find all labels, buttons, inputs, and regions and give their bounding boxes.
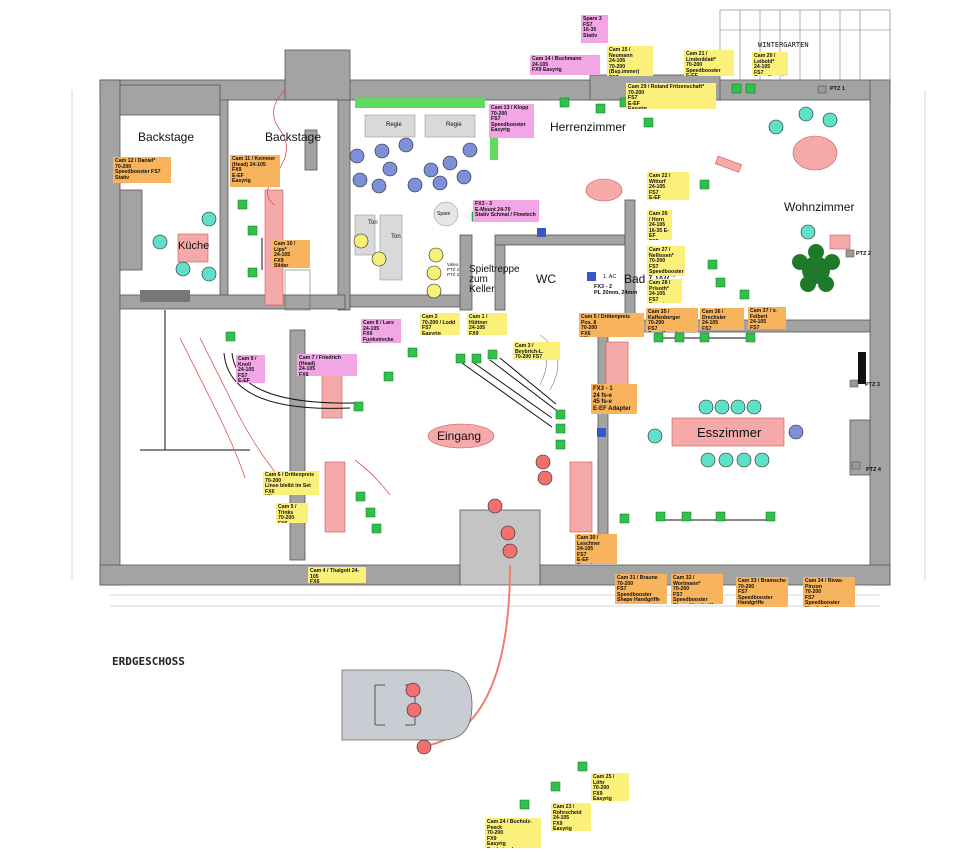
- ptz-1-label: PTZ 1: [830, 86, 845, 92]
- ptz-3-label: PTZ 3: [865, 382, 880, 388]
- note-cam15: Cam 15 / Neumann 24-105 70-200 (Bsp.imme…: [607, 46, 653, 76]
- regie-label-1: Regie: [386, 122, 402, 128]
- room-eingang: Eingang: [437, 429, 482, 443]
- note-cam8: Cam 8 / Lars 24-105 FX6 Funkstrecke HH: [361, 319, 401, 343]
- note-cam3: Cam 3 / Beybrich-L. 70-200 FS7 Easyrig: [513, 342, 560, 360]
- note-fx3-1: FX3 - 1 24 fs-e 45 fs-e E-EF Adapter: [591, 384, 637, 414]
- note-cam12: Cam 12 / Daniel* 70-200 Speedbooster FS7…: [113, 157, 171, 183]
- car: [341, 669, 473, 741]
- ptz-4-label: PTZ 4: [866, 467, 881, 473]
- note-cam28: Cam 28 / Prisoth* 24-105 FS7 Easyrig: [647, 279, 682, 303]
- note-cam9: Cam 9 / Knoll 24-105 FS7 E-EF Easyrig: [236, 355, 265, 383]
- note-cam7: Cam 7 / Friedrich (Head) 24-105 FX6 Easy…: [297, 354, 357, 376]
- regie-label-2: Regie: [446, 122, 462, 128]
- ac-label: 1. AC: [603, 274, 617, 280]
- note-cam23: Cam 23 / Rohrscheid 24-105 FX9 Easyrig F…: [551, 803, 591, 831]
- note-cam24: Cam 24 / Bucholz-Peeck 70-200 FX9 Easyri…: [485, 818, 541, 848]
- room-backstage-2: Backstage: [265, 130, 322, 144]
- note-fx3-3: FX3 - 3 E-Mount 24-70 Stativ Schmal / Fl…: [473, 200, 539, 222]
- note-cam20: Cam 20 / Leibold* 24-105 FS7 Speedbooste…: [752, 52, 788, 76]
- note-cam14: Cam 14 / Buchmann 24-105 FX9 Easyrig: [530, 55, 600, 75]
- kueche-counter: [140, 290, 190, 302]
- video-label: Video PTZ 1 PTZ 2: [447, 262, 460, 277]
- room-wc: WC: [536, 272, 556, 286]
- wintergarten-label: WINTERGARTEN: [758, 41, 809, 49]
- note-cam35: Cam 35 / Kaffenberger 70-200 FS7 Speedbo…: [646, 308, 698, 332]
- fx3-2-label: FX3 - 2 PL 20mm, 24mm: [594, 284, 638, 296]
- tv-panel: [858, 352, 866, 384]
- room-wohnzimmer: Wohnzimmer: [784, 200, 855, 214]
- room-herrenzimmer: Herrenzimmer: [550, 120, 627, 134]
- room-kueche: Küche: [178, 240, 210, 252]
- ton-label-2: Ton: [391, 234, 401, 240]
- note-cam13: Cam 13 / Klopp 70-200 FS7 Speedbooster E…: [489, 104, 534, 138]
- seats-blue: [349, 137, 804, 440]
- note-cam5b: Cam 5 / Trinks 70-200 FX6 HH: [276, 503, 308, 523]
- note-cam26: Cam 26 / Horn 24-105 16-35 E-EF FS9 Slid…: [647, 210, 672, 240]
- note-cam37: Cam 37 / v. Felbert 24-105 FS7 Speedboos…: [748, 307, 786, 329]
- seats-yellow: [353, 233, 444, 299]
- note-cam25: Cam 25 / Löhr 70-200 FX9 Easyrig Funkstr…: [591, 773, 629, 801]
- wintergarten-sketch: [719, 9, 891, 81]
- note-spare3: Spare 3 FS7 16-35 Stativ: [581, 15, 608, 43]
- note-cam11: Cam 11 / Kemmer (Head) 24-105 FX9 E-EF E…: [230, 155, 280, 187]
- room-backstage-1: Backstage: [138, 130, 195, 144]
- note-cam33: Cam 33 / Bramsche 70-200 FS7 Speedbooste…: [736, 577, 788, 607]
- fx-cameras: [537, 228, 606, 437]
- room-esszimmer: Esszimmer: [697, 425, 762, 440]
- note-cam31: Cam 31 / Braune 70-200 FS7 Speedbooster …: [615, 574, 667, 604]
- walls: [99, 49, 891, 586]
- note-cam4: Cam 4 / Thalgott 24-105 FX6 HH: [308, 567, 366, 583]
- note-cam22: Cam 22 / Wittorf 24-105 FS7 E-EF Slider: [647, 172, 689, 200]
- ptz-2-label: PTZ 2: [856, 251, 871, 257]
- ptz-cameras: [817, 85, 861, 470]
- note-cam29: Cam 29 / Roland Fritzenschaft* 70-200 FS…: [626, 83, 716, 109]
- plant: [792, 244, 840, 292]
- note-cam2: Cam 2 70-200 / Lodd FS7 Easyrig: [420, 313, 460, 335]
- cameras: [225, 83, 776, 810]
- note-cam21: Cam 21 / Lindenblatt* 70-200 Speedbooste…: [684, 50, 734, 76]
- note-cam27: Cam 27 / Nellissen* 70-200 FS7 Speedboos…: [647, 246, 685, 276]
- spare-label: Spare: [437, 211, 451, 217]
- note-cam36: Cam 36 / Drechsler 24-105 FS7 Speedboost…: [700, 308, 744, 330]
- seats-red: [405, 454, 553, 755]
- note-cam5: Cam 5 / Drittenpreis Pos. 8 70-200 FX6 H…: [579, 313, 644, 337]
- seats-teal: [152, 106, 838, 468]
- page-title: ERDGESCHOSS: [112, 655, 185, 668]
- red-squiggles: [179, 89, 391, 496]
- note-cam30: Cam 30 / Leschner 24-105 FS7 E-EF Easyri…: [575, 534, 617, 564]
- note-cam10: Cam 10 / Lips* 24-105 FX9 Slider: [272, 240, 310, 268]
- note-cam1: Cam 1 / Hüttner 24-105 FX9 Easyrig: [467, 313, 507, 335]
- note-cam6: Cam 6 / Drittenpreis 70-200 Linse bleibt…: [263, 471, 319, 495]
- room-spieltreppe: Spieltreppe zum Keller: [469, 264, 520, 295]
- note-cam32: Cam 32 / Wortmann* 70-200 FS7 Speedboost…: [671, 574, 723, 604]
- note-cam34: Cam 34 / Rivas-Pinzon 70-200 FS7 Speedbo…: [803, 577, 855, 607]
- camera-paths: [140, 238, 770, 521]
- ton-label-1: Ton: [368, 220, 378, 226]
